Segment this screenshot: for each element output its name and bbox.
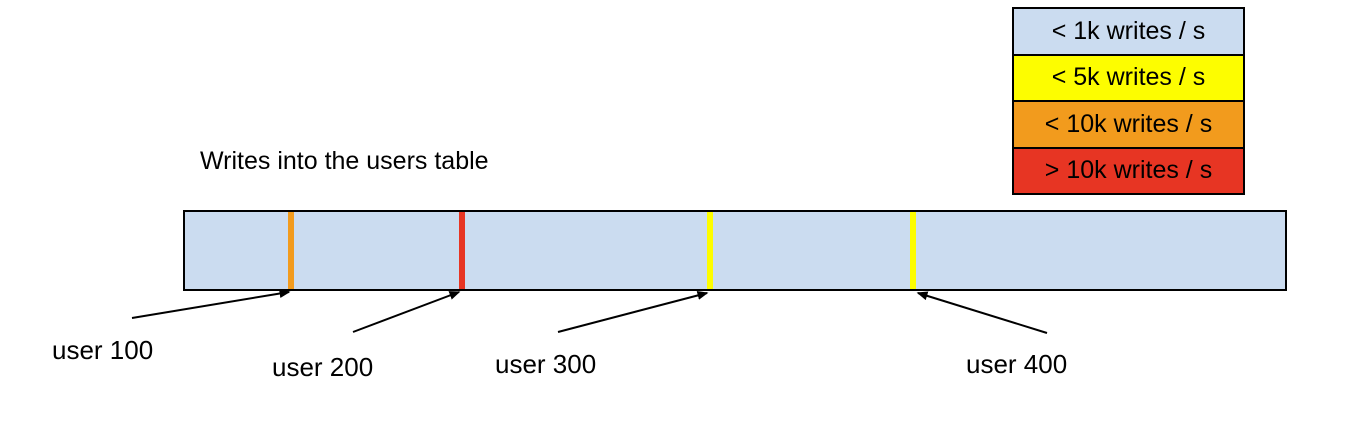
label-user-400: user 400	[966, 349, 1068, 379]
users-table-keyspace-bar	[183, 210, 1287, 291]
hotspot-stripe-user-300	[707, 212, 713, 289]
hotspot-stripe-user-400	[910, 212, 916, 289]
legend-item-label: > 10k writes / s	[1044, 156, 1213, 185]
legend-item-label: < 1k writes / s	[1051, 16, 1206, 45]
arrow-user-400	[916, 291, 1048, 334]
hotspot-stripe-user-100	[288, 212, 294, 289]
legend-item-label: < 5k writes / s	[1051, 63, 1206, 92]
legend-item-label: < 10k writes / s	[1044, 109, 1213, 138]
arrow-user-100	[131, 289, 291, 319]
label-user-200: user 200	[272, 352, 374, 382]
legend-item-lt-5k: < 5k writes / s	[1014, 55, 1243, 102]
hotspot-stripe-user-200	[459, 212, 465, 289]
legend-item-lt-10k: < 10k writes / s	[1014, 102, 1243, 149]
legend-item-lt-1k: < 1k writes / s	[1014, 9, 1243, 56]
arrow-user-200	[352, 291, 461, 333]
label-user-100: user 100	[52, 335, 154, 365]
arrow-user-300	[557, 291, 709, 333]
legend-item-gt-10k: > 10k writes / s	[1014, 148, 1243, 193]
label-user-300: user 300	[495, 349, 597, 379]
legend: < 1k writes / s < 5k writes / s < 10k wr…	[1012, 7, 1245, 195]
diagram-title: Writes into the users table	[200, 147, 489, 175]
